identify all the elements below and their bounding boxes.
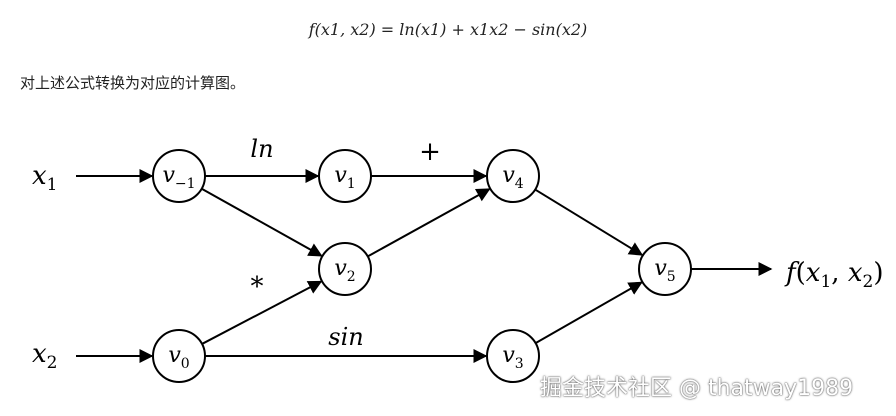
node-v5: v5: [638, 242, 692, 296]
caption: 对上述公式转换为对应的计算图。: [20, 74, 246, 92]
node-circle: [152, 149, 206, 203]
node-circle: [152, 329, 206, 383]
edge-v3-v5: [535, 281, 643, 344]
node-v3: v3: [486, 329, 540, 383]
node-v1: v1: [318, 149, 372, 203]
output-label: f(x1, x2): [784, 258, 883, 292]
graph-edges: [76, 169, 773, 363]
node-v4: v4: [486, 149, 540, 203]
node-circle: [318, 242, 372, 296]
node-label: v5: [654, 256, 675, 285]
input-x1-label: x1: [32, 161, 58, 195]
graph-nodes: v−1 v0 v1 v2 v3 v4 v5: [152, 149, 692, 383]
node-circle: [318, 149, 372, 203]
edge-vm1-v2: [201, 187, 323, 257]
input-x2-label: x2: [32, 339, 58, 373]
edge-v0-v2: [201, 280, 323, 345]
node-v2: v2: [318, 242, 372, 296]
computation-graph: v−1 v0 v1 v2 v3 v4 v5 x1 x2 ln + * sin f(x1, x…: [32, 135, 883, 383]
node-label: v1: [334, 163, 355, 192]
node-label: v4: [502, 163, 523, 192]
node-circle: [486, 149, 540, 203]
node-label: v−1: [162, 163, 195, 192]
edge-v2-v4: [367, 188, 491, 258]
node-label: v0: [168, 343, 189, 372]
node-label: v2: [334, 256, 355, 285]
op-label-plus: +: [419, 137, 441, 167]
op-label-ln: ln: [250, 135, 273, 163]
op-label-times: *: [251, 272, 264, 302]
node-v0: v0: [152, 329, 206, 383]
node-circle: [486, 329, 540, 383]
node-label: v3: [502, 343, 523, 372]
edge-v4-v5: [534, 188, 644, 256]
node-circle: [638, 242, 692, 296]
node-vm1: v−1: [152, 149, 206, 203]
watermark: 掘金技术社区 @ thatway1989: [540, 376, 854, 401]
formula: f(x1, x2) = ln(x1) + x1x2 − sin(x2): [308, 20, 588, 39]
op-label-sin: sin: [328, 323, 363, 351]
